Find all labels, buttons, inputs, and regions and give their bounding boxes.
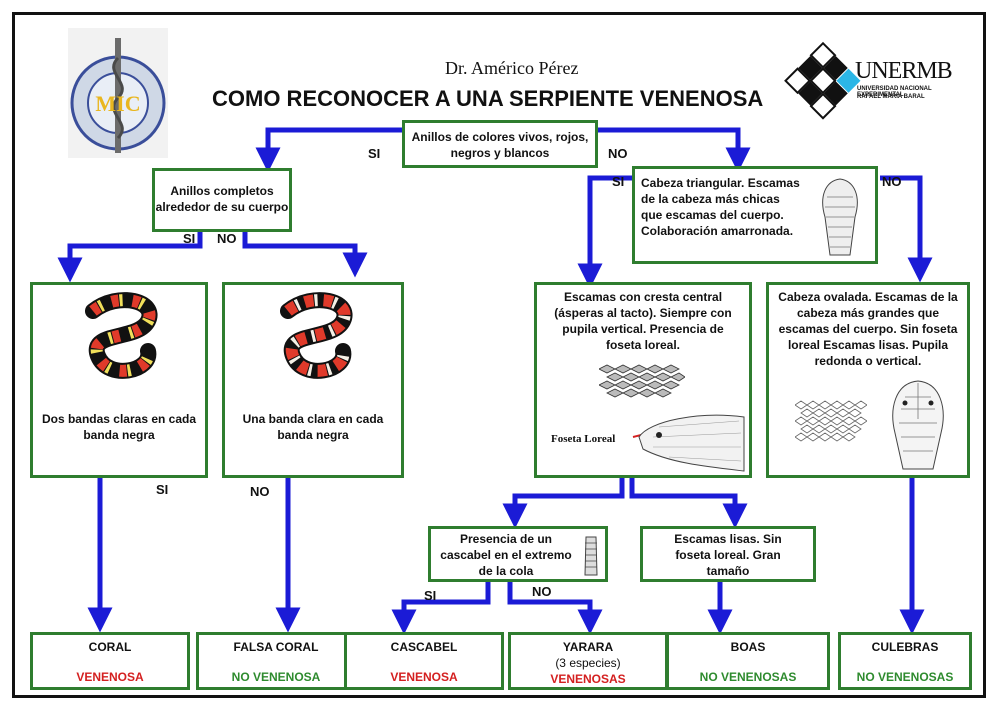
result-boas: BOAS NO VENENOSAS bbox=[666, 632, 830, 690]
edge-label-si: SI bbox=[424, 588, 437, 603]
keeled-scales-image bbox=[599, 364, 685, 398]
viper-head-image bbox=[632, 414, 745, 472]
unermb-line1: UNIVERSIDAD NACIONAL EXPERIMENTAL bbox=[857, 86, 932, 98]
node-one-band: Una banda clara en cada banda negra bbox=[222, 282, 404, 478]
node-crest: Escamas con cresta central (ásperas al t… bbox=[534, 282, 752, 478]
arrow-rattle-yarara bbox=[507, 582, 603, 635]
edge-label-no: NO bbox=[882, 174, 902, 189]
edge-label-no: NO bbox=[532, 584, 552, 599]
arrow-triangular-oval bbox=[880, 175, 933, 283]
result-falsa-coral: FALSA CORAL NO VENENOSA bbox=[196, 632, 356, 690]
node-crest-text: Escamas con cresta central (ásperas al t… bbox=[554, 290, 732, 352]
node-two-bands-text: Dos bandas claras en cada banda negra bbox=[41, 412, 197, 442]
arrow-rings-twobands bbox=[57, 232, 203, 283]
edge-label-si: SI bbox=[183, 231, 196, 246]
result-cascabel: CASCABEL VENENOSA bbox=[344, 632, 504, 690]
result-status: NO VENENOSAS bbox=[856, 670, 954, 684]
result-name: CASCABEL bbox=[390, 640, 458, 654]
node-root-text: Anillos de colores vivos, rojos, negros … bbox=[411, 130, 589, 160]
unermb-name: UNERMB bbox=[855, 58, 953, 84]
node-triangular: Cabeza triangular. Escamas de la cabeza … bbox=[632, 166, 878, 264]
logo-unermb: UNERMB UNIVERSIDAD NACIONAL EXPERIMENTAL… bbox=[783, 36, 971, 124]
arrow-rings-oneband bbox=[242, 232, 368, 278]
triangular-head-icon bbox=[822, 178, 858, 256]
result-name: CORAL bbox=[88, 640, 132, 654]
result-subtitle: (3 especies) bbox=[555, 656, 621, 670]
result-status: VENENOSA bbox=[390, 670, 458, 684]
result-status: VENENOSA bbox=[76, 670, 144, 684]
node-rings: Anillos completos alrededor de su cuerpo bbox=[152, 168, 292, 232]
result-name: FALSA CORAL bbox=[233, 640, 319, 654]
false-coral-snake-image bbox=[280, 292, 353, 379]
result-coral: CORAL VENENOSA bbox=[30, 632, 190, 690]
node-triangular-text: Cabeza triangular. Escamas de la cabeza … bbox=[641, 176, 800, 238]
edge-label-si: SI bbox=[612, 174, 625, 189]
node-root: Anillos de colores vivos, rojos, negros … bbox=[402, 120, 598, 168]
node-smooth-text: Escamas lisas. Sin foseta loreal. Gran t… bbox=[674, 532, 782, 578]
result-yarara: YARARA (3 especies) VENENOSAS bbox=[508, 632, 668, 690]
result-status: NO VENENOSAS bbox=[699, 670, 797, 684]
smooth-scales-image bbox=[795, 400, 867, 442]
node-two-bands: Dos bandas claras en cada banda negra bbox=[30, 282, 208, 478]
arrow-crest-smooth bbox=[629, 478, 748, 529]
node-smooth: Escamas lisas. Sin foseta loreal. Gran t… bbox=[640, 526, 816, 582]
result-status: VENENOSAS bbox=[550, 672, 626, 686]
result-name: YARARA bbox=[562, 640, 614, 654]
edge-label-no: NO bbox=[217, 231, 237, 246]
arrow-rattle-cascabel bbox=[391, 582, 491, 635]
arrow-root-triangular bbox=[598, 127, 751, 173]
author-name: Dr. Américo Pérez bbox=[445, 58, 579, 78]
arrow-triangular-crest bbox=[577, 175, 632, 289]
svg-text:MIC: MIC bbox=[95, 91, 140, 116]
result-name: CULEBRAS bbox=[871, 640, 939, 654]
arrow-crest-rattle bbox=[502, 478, 625, 529]
foseta-loreal-label: Foseta Loreal bbox=[551, 433, 616, 445]
oval-head-image bbox=[892, 380, 944, 470]
logo-mic: MIC bbox=[68, 28, 168, 158]
edge-label-no: NO bbox=[608, 146, 628, 161]
result-status: NO VENENOSA bbox=[231, 670, 321, 684]
node-rings-text: Anillos completos alrededor de su cuerpo bbox=[155, 184, 289, 214]
coral-snake-image bbox=[85, 292, 158, 379]
page-title: COMO RECONOCER A UNA SERPIENTE VENENOSA bbox=[212, 86, 764, 111]
rattle-icon bbox=[584, 536, 598, 576]
page-frame bbox=[12, 12, 986, 698]
node-oval: Cabeza ovalada. Escamas de la cabeza más… bbox=[766, 282, 970, 478]
edge-label-si: SI bbox=[156, 482, 169, 497]
arrow-root-rings bbox=[255, 127, 402, 173]
node-rattle-text: Presencia de un cascabel en el extremo d… bbox=[440, 532, 572, 578]
node-oval-text: Cabeza ovalada. Escamas de la cabeza más… bbox=[778, 290, 958, 368]
edge-label-si: SI bbox=[368, 146, 381, 161]
edge-label-no: NO bbox=[250, 484, 270, 499]
unermb-line2: RAFAEL MARIA BARAL bbox=[857, 94, 925, 100]
result-culebras: CULEBRAS NO VENENOSAS bbox=[838, 632, 972, 690]
node-rattle: Presencia de un cascabel en el extremo d… bbox=[428, 526, 608, 582]
node-one-band-text: Una banda clara en cada banda negra bbox=[242, 412, 384, 442]
result-name: BOAS bbox=[730, 640, 766, 654]
